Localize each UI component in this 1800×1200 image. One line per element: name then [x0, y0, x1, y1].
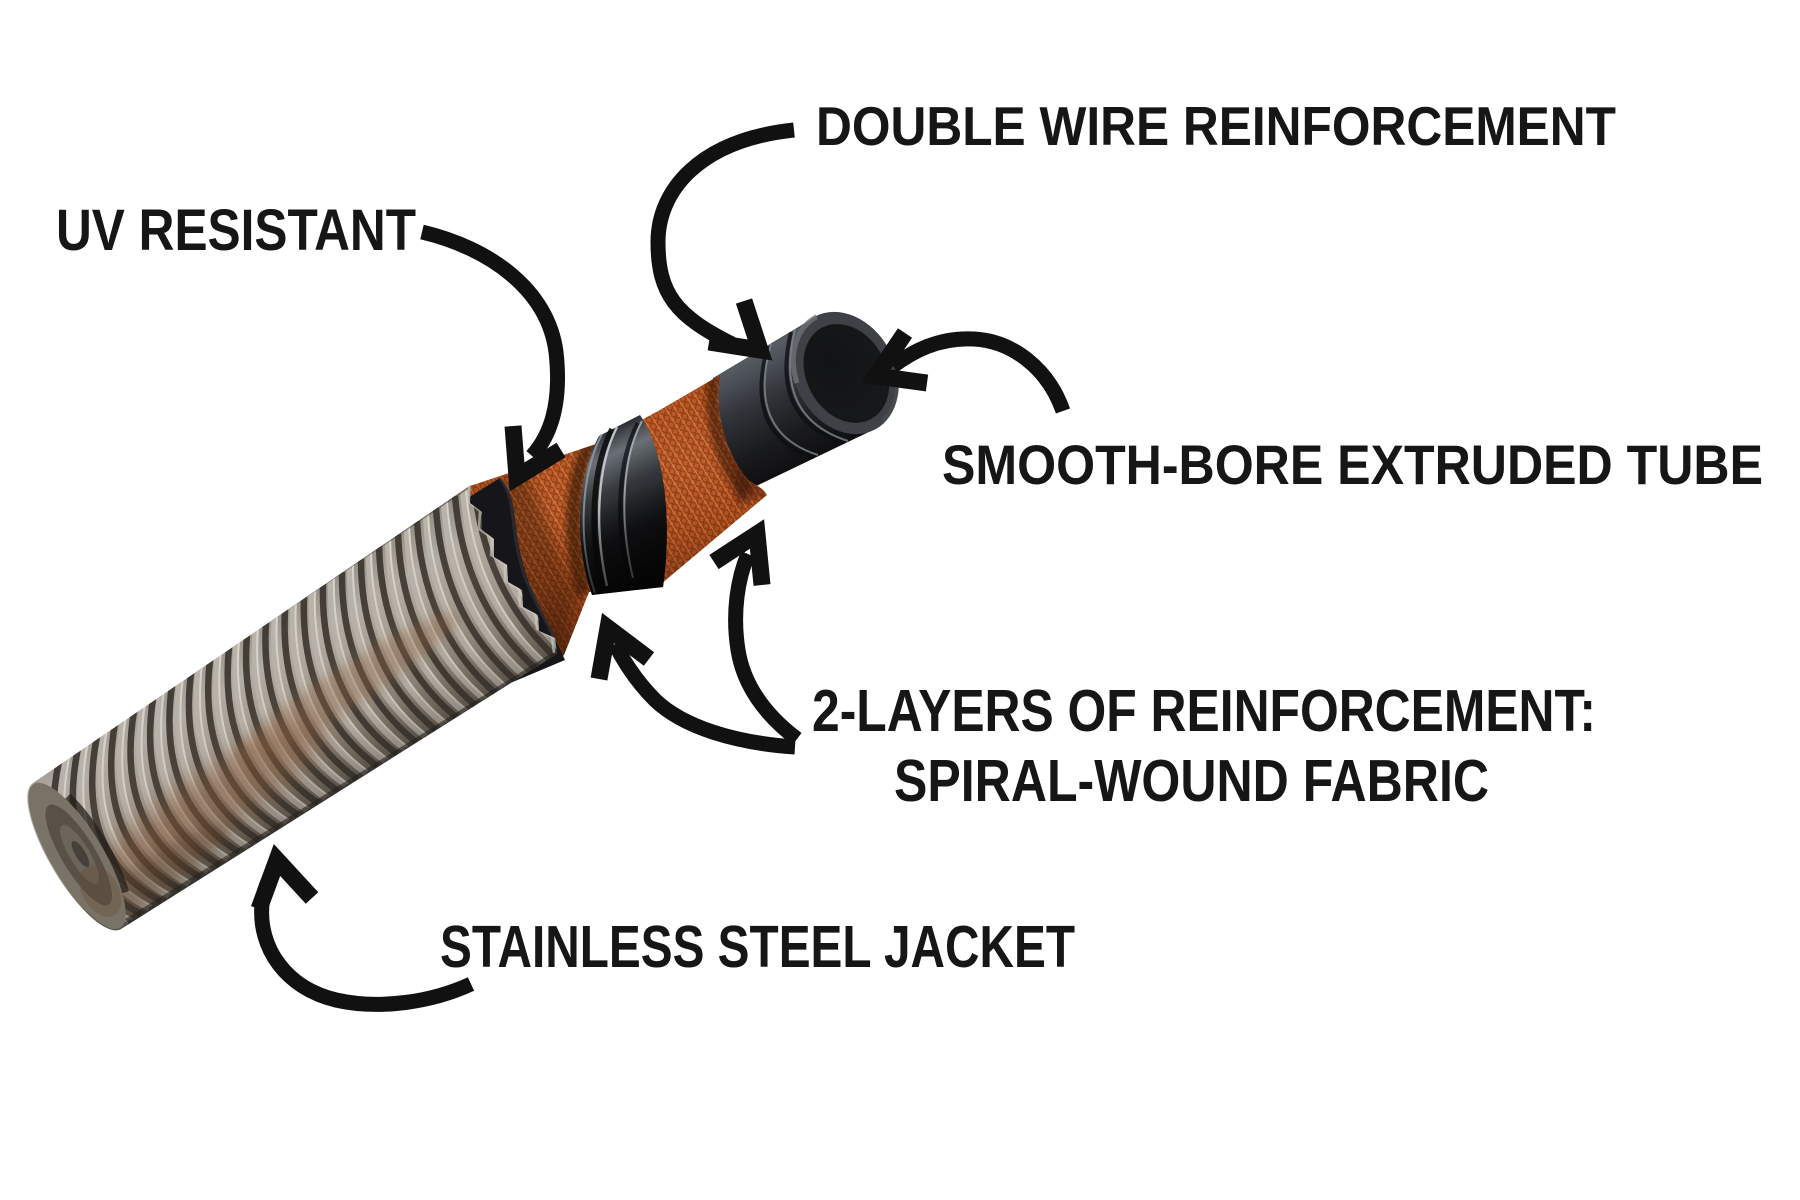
svg-text:SMOOTH-BORE EXTRUDED TUBE: SMOOTH-BORE EXTRUDED TUBE — [942, 433, 1763, 496]
svg-text:2-LAYERS OF REINFORCEMENT:: 2-LAYERS OF REINFORCEMENT: — [812, 678, 1596, 744]
svg-text:SPIRAL-WOUND FABRIC: SPIRAL-WOUND FABRIC — [894, 748, 1489, 814]
svg-text:UV RESISTANT: UV RESISTANT — [56, 198, 416, 263]
svg-text:DOUBLE WIRE REINFORCEMENT: DOUBLE WIRE REINFORCEMENT — [816, 95, 1616, 157]
svg-text:STAINLESS STEEL JACKET: STAINLESS STEEL JACKET — [440, 914, 1075, 980]
